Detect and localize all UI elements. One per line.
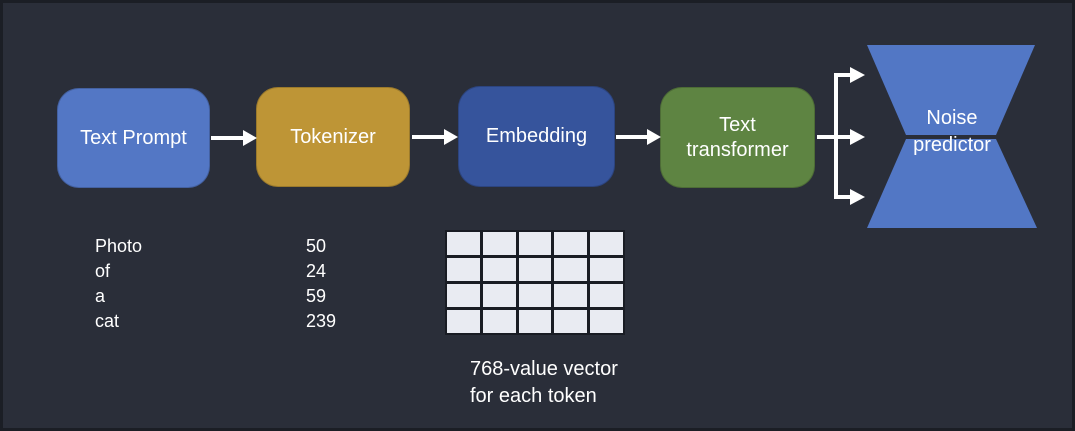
token-word: a bbox=[95, 286, 106, 306]
noise-predictor-label: Noise predictor bbox=[877, 105, 1027, 159]
branch-arrow-head-bottom bbox=[850, 189, 865, 205]
branch-arrow-head-middle bbox=[850, 129, 865, 145]
token-table: Photo 50 of 24 a 59 cat 239 bbox=[95, 236, 336, 336]
vector-grid-cell bbox=[447, 310, 480, 333]
embedding-box: Embedding bbox=[458, 86, 615, 187]
token-id: 59 bbox=[306, 286, 327, 306]
branch-arrow-head-top bbox=[850, 67, 865, 83]
vector-grid-cell bbox=[590, 232, 623, 255]
text-transformer-label-line2: transformer bbox=[686, 138, 789, 161]
text-transformer-label: Text transformer bbox=[686, 113, 788, 163]
vector-grid-cell bbox=[590, 258, 623, 281]
vector-grid-cell bbox=[447, 284, 480, 307]
vector-grid-cell bbox=[518, 232, 552, 255]
token-id: 24 bbox=[306, 261, 327, 281]
tokenizer-label: Tokenizer bbox=[290, 125, 376, 148]
vector-grid-cell bbox=[482, 310, 516, 333]
vector-grid-cell bbox=[518, 310, 552, 333]
vector-grid-caption-line2: for each token bbox=[470, 385, 597, 407]
vector-grid-cell bbox=[590, 310, 623, 333]
token-id: 50 bbox=[306, 236, 327, 256]
vector-grid-cell bbox=[554, 284, 588, 307]
token-word: of bbox=[95, 261, 111, 281]
noise-predictor-label-line1: Noise bbox=[926, 107, 978, 129]
vector-grid-cell bbox=[554, 232, 588, 255]
noise-predictor-label-line2: predictor bbox=[913, 134, 991, 156]
vector-grid-cell bbox=[482, 284, 516, 307]
arrow-head-3 bbox=[647, 129, 661, 145]
arrow-head-1 bbox=[243, 130, 257, 146]
tokenizer-box: Tokenizer bbox=[256, 87, 410, 187]
vector-grid-cell bbox=[590, 284, 623, 307]
vector-grid-cell bbox=[518, 258, 552, 281]
vector-grid-caption: 768-value vector for each token bbox=[470, 356, 618, 410]
branch-bracket bbox=[834, 73, 851, 199]
vector-grid-cell bbox=[554, 258, 588, 281]
vector-grid-cell bbox=[554, 310, 588, 333]
token-word: cat bbox=[95, 311, 120, 331]
text-prompt-box: Text Prompt bbox=[57, 88, 210, 188]
text-prompt-label: Text Prompt bbox=[80, 126, 187, 149]
vector-grid-caption-line1: 768-value vector bbox=[470, 358, 618, 380]
vector-grid bbox=[445, 230, 625, 335]
arrow-head-2 bbox=[444, 129, 458, 145]
vector-grid-cell bbox=[518, 284, 552, 307]
vector-grid-cell bbox=[482, 232, 516, 255]
vector-grid-cell bbox=[447, 258, 480, 281]
embedding-label: Embedding bbox=[485, 125, 588, 147]
vector-grid-cell bbox=[447, 232, 480, 255]
vector-grid-cell bbox=[482, 258, 516, 281]
token-word: Photo bbox=[95, 236, 143, 256]
text-transformer-label-line1: Text bbox=[719, 113, 756, 136]
text-transformer-box: Text transformer bbox=[660, 87, 815, 188]
token-id: 239 bbox=[306, 311, 337, 331]
